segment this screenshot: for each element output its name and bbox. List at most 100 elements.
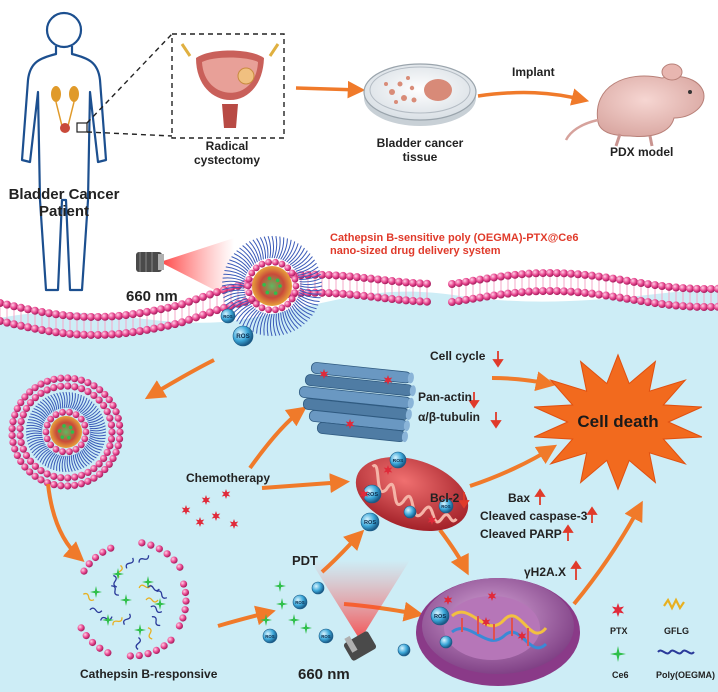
fragment-segment <box>175 622 183 630</box>
membrane-lipid <box>45 309 53 318</box>
vesicle-lipid <box>64 382 72 390</box>
fragment-polymer <box>111 585 119 596</box>
laser-top-icon <box>136 238 234 300</box>
laser-top-wavelength: 660 nm <box>126 288 178 305</box>
bladder-callout-box <box>76 122 88 133</box>
membrane-lipid <box>59 329 67 338</box>
membrane-lipid <box>38 326 46 335</box>
membrane-lipid <box>199 292 207 301</box>
membrane-lipid <box>416 297 424 306</box>
micelle-segment <box>245 289 253 297</box>
legend-poly-label: Poly(OEGMA) <box>656 670 716 680</box>
micelle-segment <box>59 408 66 416</box>
arrow-to-tissue <box>295 80 366 99</box>
system-title-line1: Cathepsin B-sensitive poly (OEGMA)-PTX@C… <box>330 232 579 244</box>
membrane-lipid <box>150 306 158 315</box>
micelle-segment <box>43 435 51 443</box>
vesicle-lipid <box>115 435 124 443</box>
micelle-segment <box>47 415 55 423</box>
vesicle-lipid <box>21 463 29 471</box>
micelle-segment <box>66 408 73 416</box>
membrane-lipid <box>150 324 158 333</box>
legend-ce6-icon <box>610 646 626 662</box>
vesicle-lipid <box>57 382 65 390</box>
legend-ptx-label: PTX <box>610 626 628 636</box>
membrane-lipid <box>185 315 193 324</box>
fragment-polymer <box>112 617 123 626</box>
membrane-lipid <box>38 308 46 317</box>
membrane-lipid <box>686 302 694 311</box>
membrane-lipid <box>525 287 533 296</box>
fragment-segment <box>135 651 143 660</box>
ce6-star <box>112 568 124 580</box>
vesicle-lipid <box>19 445 27 453</box>
vesicle-lipid <box>19 411 27 419</box>
membrane-lipid <box>10 302 18 311</box>
membrane-lipid <box>665 282 673 291</box>
ros-label: ROS <box>236 333 249 340</box>
micelle-segment <box>252 264 260 272</box>
membrane-lipid <box>483 274 491 283</box>
vesicle-lipid <box>100 454 108 463</box>
microtubule-end <box>409 385 416 397</box>
vesicle-lipid <box>95 396 103 404</box>
fragment-polymer <box>89 607 103 614</box>
membrane-lipid <box>416 279 424 288</box>
vesicle-lipid <box>43 377 51 385</box>
vesicle-lipid <box>50 384 58 392</box>
membrane-lipid <box>448 280 456 289</box>
membrane-lipid <box>560 269 568 278</box>
vesicle-lipid <box>108 428 116 436</box>
membrane-lipid <box>136 327 144 336</box>
vesicle-lipid <box>96 386 104 394</box>
membrane-lipid <box>360 273 368 282</box>
membrane-lipid <box>178 300 186 309</box>
bladder-icon <box>180 43 280 128</box>
vesicle-lipid <box>31 384 39 392</box>
membrane-lipid <box>66 311 74 320</box>
tissue-label-line1: Bladder cancer <box>376 136 464 150</box>
ptx-star <box>345 419 355 429</box>
vesicle-lipid <box>26 457 35 465</box>
membrane-lipid <box>630 295 638 304</box>
vesicle-lipid <box>77 385 86 393</box>
membrane-lipid <box>136 309 144 318</box>
membrane-lipid <box>73 330 81 339</box>
membrane-lipid <box>623 294 631 303</box>
pdt-label: PDT <box>292 553 318 568</box>
membrane-lipid <box>325 289 333 298</box>
vesicle-lipid <box>64 482 72 490</box>
vesicle-lipid <box>31 394 39 402</box>
fragment-segment <box>107 544 115 552</box>
vesicle-lipid <box>77 480 85 488</box>
membrane-lipid <box>658 281 666 290</box>
pdx-mouse-icon <box>564 63 705 147</box>
micelle-segment <box>284 264 292 272</box>
ros-sphere <box>262 628 278 644</box>
membrane-lipid <box>581 288 589 297</box>
vesicle-lipid <box>11 445 19 453</box>
vesicle-lipid <box>100 401 108 410</box>
micelle-segment <box>265 306 272 314</box>
ros-label: ROS <box>364 520 376 526</box>
ptx-star <box>319 369 329 379</box>
membrane-lipid <box>143 307 151 316</box>
microtubule-end <box>407 397 414 409</box>
vesicle-lipid <box>22 404 31 413</box>
membrane-lipid <box>66 329 74 338</box>
ptx-star <box>517 631 527 641</box>
vesicle-lipid <box>109 454 117 463</box>
fragment-polymer <box>150 605 163 614</box>
fragment-polymer <box>113 574 118 588</box>
membrane-lipid <box>178 318 186 327</box>
membrane-lipid <box>129 310 137 319</box>
micelle-segment <box>288 269 296 277</box>
fragment-segment <box>176 563 184 571</box>
membrane-lipid <box>402 278 410 287</box>
micelle-segment <box>284 300 292 308</box>
fragment-polymer <box>151 616 161 627</box>
cystectomy-label-line1: Radical <box>205 139 249 153</box>
